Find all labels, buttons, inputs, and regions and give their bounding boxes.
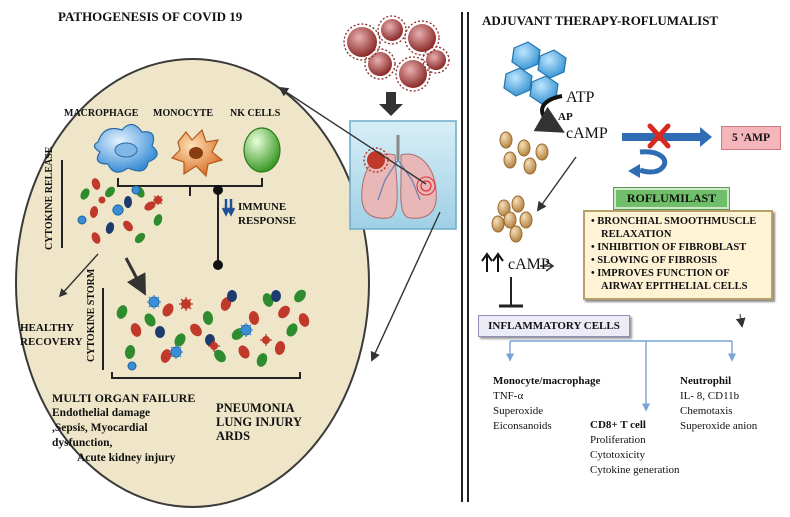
- neutrophil-list: Neutrophil IL- 8, CD11b Chemotaxis Super…: [680, 375, 758, 432]
- atp-molecules-icon: [503, 41, 567, 105]
- multi-organ-failure-text: MULTI ORGAN FAILURE Endothelial damage ,…: [52, 391, 196, 464]
- macrophage-cell-icon: [93, 123, 158, 173]
- monocyte-cell-icon: [170, 128, 224, 178]
- roflumilast-label: ROFLUMILAST: [626, 191, 717, 205]
- nk-cells-label: NK CELLS: [230, 108, 281, 119]
- increased-camp-label: cAMP: [508, 256, 550, 273]
- right-title: ADJUVANT THERAPY-ROFLUMALIST: [482, 13, 719, 28]
- ap-label: AP: [558, 111, 573, 123]
- panel-divider: [461, 12, 463, 502]
- camp-molecules-icon: [499, 131, 549, 175]
- camp-cluster-icon: [491, 195, 533, 243]
- panel-divider-2: [467, 12, 469, 502]
- pneumonia-text: PNEUMONIA LUNG INJURY ARDS: [216, 401, 303, 443]
- virus-particles-icon: [343, 15, 450, 92]
- atp-label: ATP: [566, 89, 595, 106]
- cd8-list: CD8+ T cell Proliferation Cytotoxicity C…: [590, 419, 680, 476]
- cytokine-storm-cluster: [116, 289, 310, 371]
- roflumilast-box: ROFLUMILAST: [614, 188, 729, 209]
- cytokine-cluster-small: [77, 178, 163, 244]
- nk-cell-icon: [243, 127, 281, 173]
- amp5-label: 5 'AMP: [731, 132, 770, 144]
- inflammatory-cells-label: INFLAMMATORY CELLS: [488, 320, 620, 332]
- monocyte-label: MONOCYTE: [153, 108, 213, 119]
- monocyte-list: Monocyte/macrophage TNF-α Superoxide Eic…: [493, 375, 601, 432]
- inflammatory-cells-box: INFLAMMATORY CELLS: [478, 315, 630, 337]
- macrophage-label: MACROPHAGE: [64, 108, 139, 119]
- pathogenesis-ellipse: [15, 58, 370, 508]
- left-title: PATHOGENESIS OF COVID 19: [58, 9, 243, 24]
- roflumilast-effects-box: • BRONCHIAL SMOOTHMUSCLE RELAXATION • IN…: [583, 210, 773, 300]
- amp5-box: 5 'AMP: [721, 126, 781, 150]
- camp-label: cAMP: [566, 125, 608, 142]
